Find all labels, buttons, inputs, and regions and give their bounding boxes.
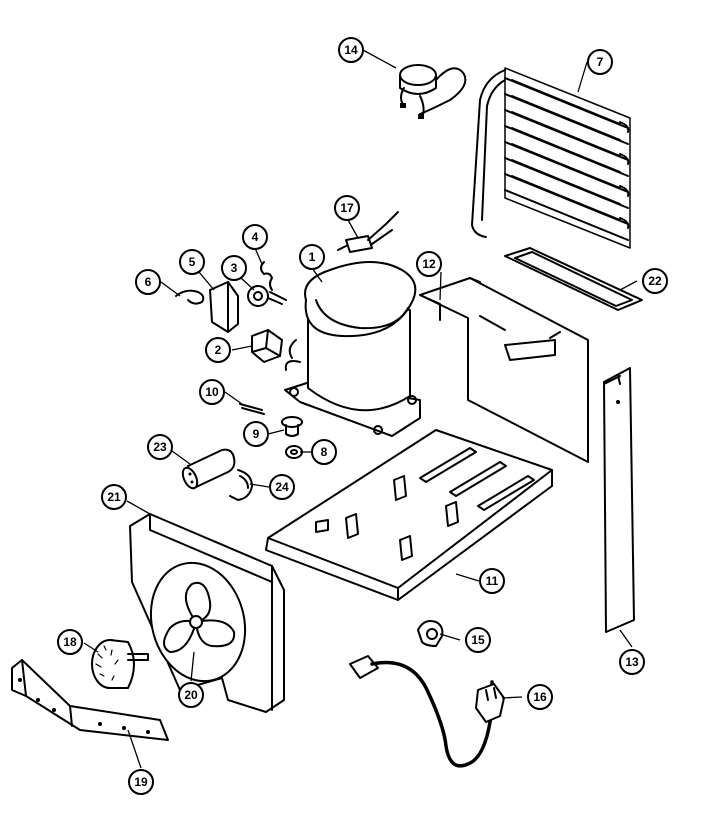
relay [251,329,283,363]
callout-14: 14 [338,37,364,63]
callout-12-label: 12 [422,257,436,271]
capacitor-bracket [229,469,253,501]
callout-18-label: 18 [63,635,77,649]
callout-8: 8 [311,439,337,465]
callout-2-label: 2 [215,343,222,357]
callout-24-label: 24 [275,480,289,494]
leader-lines [83,49,638,769]
callout-19-label: 19 [134,775,148,789]
callout-2: 2 [205,337,231,363]
callout-6: 6 [135,269,161,295]
callout-11-label: 11 [486,574,499,588]
condenser-coil [471,67,631,249]
callout-1: 1 [299,244,325,270]
callout-3-label: 3 [231,261,238,275]
power-cord [349,655,505,768]
callout-12: 12 [416,251,442,277]
fan-blade [163,581,236,653]
compressor [284,261,421,437]
retainer-clip [175,289,205,305]
drain-pan [504,247,643,311]
motor-bracket [11,659,169,741]
condenser-shroud [419,277,589,463]
callout-10-label: 10 [205,385,219,399]
callout-9-label: 9 [253,427,260,441]
sleeve [285,445,303,459]
callout-3: 3 [221,255,247,281]
callout-18: 18 [57,629,83,655]
callout-4-label: 4 [252,230,259,244]
side-panel [603,367,635,633]
callout-10: 10 [199,379,225,405]
callout-24: 24 [269,474,295,500]
terminal-cover [209,281,239,333]
overload-protector [247,285,287,307]
callout-13: 13 [619,649,645,675]
callout-17-label: 17 [340,201,354,215]
callout-21-label: 21 [107,490,121,504]
callout-23: 23 [147,434,173,460]
callout-22-label: 22 [648,274,662,288]
spring-clip [239,403,265,415]
callout-9: 9 [243,421,269,447]
grommet [281,416,303,437]
callout-5: 5 [179,249,205,275]
callout-16-label: 16 [533,690,547,704]
callout-21: 21 [101,484,127,510]
tubing-clamp [417,620,444,647]
callout-11: 11 [479,568,505,594]
base-pan [265,429,553,601]
clip [260,261,273,291]
callout-19: 19 [128,769,154,795]
callout-4: 4 [242,224,268,250]
callout-7: 7 [587,49,613,75]
callout-1-label: 1 [309,250,316,264]
temperature-control [399,64,467,119]
callout-8-label: 8 [321,445,328,459]
capacitor [181,448,236,490]
callout-22: 22 [642,268,668,294]
callout-23-label: 23 [153,440,167,454]
callout-6-label: 6 [145,275,152,289]
callout-5-label: 5 [189,255,196,269]
callout-20-label: 20 [184,688,198,702]
callout-13-label: 13 [625,655,639,669]
fan-motor [91,639,149,689]
callout-17: 17 [334,195,360,221]
callout-15: 15 [465,627,491,653]
callout-16: 16 [527,684,553,710]
callout-7-label: 7 [597,55,604,69]
callout-15-label: 15 [471,633,485,647]
defrost-thermostat [337,211,399,253]
callout-20: 20 [178,682,204,708]
callout-14-label: 14 [344,43,358,57]
